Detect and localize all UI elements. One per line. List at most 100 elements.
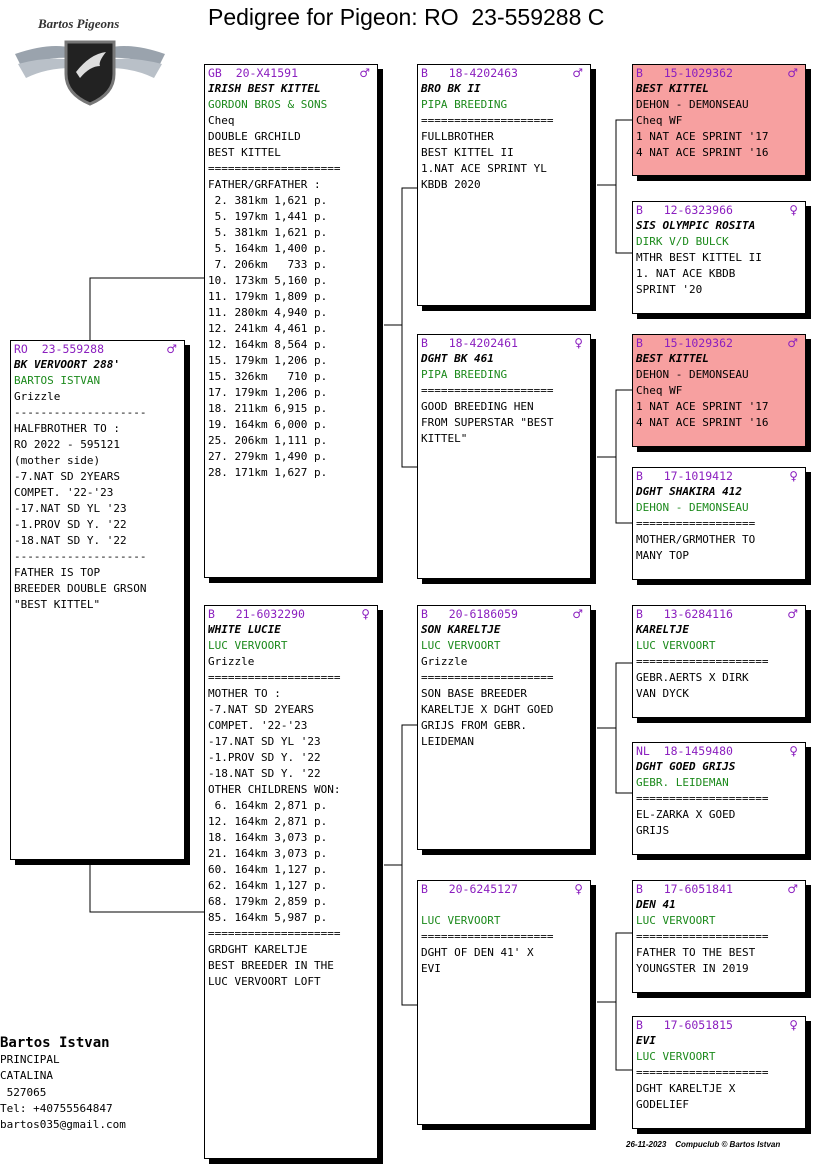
pedigree-card-subject[interactable]: RO 23-559288♂BK VERVOORT 288'BARTOS ISTV… [10,340,185,860]
card-line: OTHER CHILDRENS WON: [208,783,341,796]
card-line: EVI [421,962,441,975]
owner-info: Bartos Istvan PRINCIPAL CATALINA 527065 … [0,1034,126,1133]
pedigree-card-dd[interactable]: B 20-6245127♀LUC VERVOORT===============… [417,880,591,1125]
card-line: DGHT KARELTJE X [636,1082,736,1095]
pigeon-name: DGHT SHAKIRA 412 [636,485,742,498]
card-line: 62. 164km 1,127 p. [208,879,328,892]
card-line: 1 NAT ACE SPRINT '17 [636,400,769,413]
owner-line: PRINCIPAL [0,1053,60,1066]
owner-name: Bartos Istvan [0,1035,110,1051]
card-line: RO 2022 - 595121 [14,438,120,451]
ring-number: B 17-1019412 [636,469,733,483]
pigeon-name: BRO BK II [421,82,481,95]
card-line: "BEST KITTEL" [14,598,101,611]
card-line: GODELIEF [636,1098,689,1111]
card-line: VAN DYCK [636,687,689,700]
card-line: SPRINT '20 [636,283,703,296]
breeder-name: DEHON - DEMONSEAU [636,501,749,514]
pigeon-name: DEN 41 [636,898,676,911]
card-line: ==================== [208,671,341,684]
card-line: 7. 206km 733 p. [208,258,328,271]
card-line: BEST KITTEL [208,146,281,159]
ring-number: B 20-6245127 [421,882,518,896]
owner-line: CATALINA [0,1069,53,1083]
card-line: MOTHER/GRMOTHER TO [636,533,756,546]
card-line: MANY TOP [636,549,689,562]
card-line: Grizzle [14,390,61,403]
card-line: 5. 164km 1,400 p. [208,242,328,255]
card-header: B 20-6186059♂ [421,606,587,622]
card-line: ================== [636,517,756,530]
breeder-name: LUC VERVOORT [636,914,716,927]
card-line: Grizzle [421,655,468,668]
card-header: B 21-6032290♀ [208,606,374,622]
card-line: ==================== [208,927,341,940]
ring-number: B 18-4202463 [421,66,518,80]
female-icon: ♀ [361,607,370,621]
card-line: Grizzle [208,655,255,668]
card-line: 6. 164km 2,871 p. [208,799,328,812]
card-header: B 17-1019412♀ [636,468,802,484]
card-line: 1 NAT ACE SPRINT '17 [636,130,769,143]
male-icon: ♂ [787,882,798,896]
card-line: 12. 241km 4,461 p. [208,322,328,335]
owner-email: bartos035@gmail.com [0,1118,126,1132]
ring-number: RO 23-559288 [14,342,105,356]
pigeon-name: BEST KITTEL [636,352,709,365]
card-line: ==================== [421,384,554,397]
card-header: B 15-1029362♂ [636,65,802,81]
card-line: DGHT OF DEN 41' X [421,946,534,959]
male-icon: ♂ [572,607,583,621]
male-icon: ♂ [572,66,583,80]
card-line: -18.NAT SD Y. '22 [14,534,127,547]
card-line: SON BASE BREEDER [421,687,527,700]
card-line: GRIJS FROM GEBR. [421,719,527,732]
card-line: HALFBROTHER TO : [14,422,120,435]
ring-number: B 12-6323966 [636,203,733,217]
card-line: BEST KITTEL II [421,146,514,159]
card-line: COMPET. '22-'23 [208,719,308,732]
card-header: RO 23-559288♂ [14,341,181,357]
male-icon: ♂ [787,66,798,80]
card-line: 11. 280km 4,940 p. [208,306,328,319]
card-line: 85. 164km 5,987 p. [208,911,328,924]
female-icon: ♀ [789,1018,798,1032]
card-line: ==================== [636,792,769,805]
pigeon-name [421,897,587,913]
card-line: FULLBROTHER [421,130,494,143]
footer: 26-11-2023 Compuclub © Bartos Istvan [626,1140,781,1149]
female-icon: ♀ [574,336,583,350]
card-line: ==================== [636,930,769,943]
card-header: NL 18-1459480♀ [636,743,802,759]
card-line: ==================== [421,671,554,684]
logo-text: Bartos Pigeons [38,16,120,31]
card-line: GEBR.AERTS X DIRK [636,671,749,684]
card-line: 25. 206km 1,111 p. [208,434,328,447]
pigeon-name: EVI [636,1034,656,1047]
card-line: -1.PROV SD Y. '22 [208,751,321,764]
card-line: ==================== [421,114,554,127]
card-line: 15. 326km 710 p. [208,370,328,383]
card-line: 4 NAT ACE SPRINT '16 [636,146,769,159]
card-line: LUC VERVOORT LOFT [208,975,321,988]
card-line: (mother side) [14,454,101,467]
card-line: 17. 179km 1,206 p. [208,386,328,399]
card-line: ==================== [421,930,554,943]
pigeon-name: BK VERVOORT 288' [14,358,120,371]
card-line: KITTEL" [421,432,468,445]
card-header: B 13-6284116♂ [636,606,802,622]
card-line: 11. 179km 1,809 p. [208,290,328,303]
